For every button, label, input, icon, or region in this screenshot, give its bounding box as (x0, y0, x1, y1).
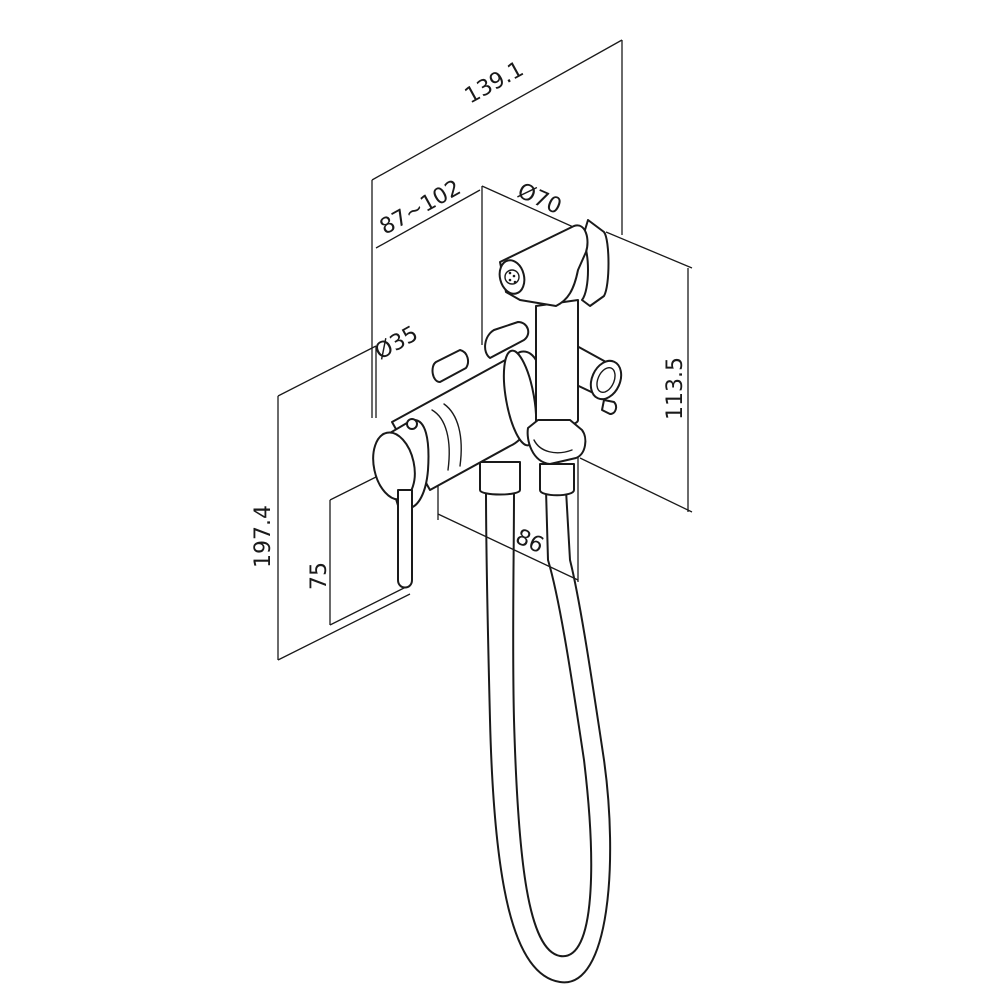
hand-shower (498, 224, 589, 465)
dim-label-lever-length: 75 (307, 562, 332, 590)
wall-bracket (431, 219, 610, 383)
dim-label-handle-diameter: Ø35 (371, 321, 423, 365)
dim-label-holder-height: 113.5 (663, 357, 688, 420)
dim-label-overall-depth: 139.1 (461, 57, 528, 109)
dim-label-holder-diameter: Ø70 (514, 179, 566, 220)
dim-label-wall-depth-range: 87~102 (376, 176, 465, 241)
handle (372, 418, 430, 589)
hose (479, 461, 612, 984)
dimension-lines (277, 39, 693, 661)
dim-label-total-height: 197.4 (251, 505, 276, 568)
dim-label-body-width: 86 (512, 525, 548, 559)
